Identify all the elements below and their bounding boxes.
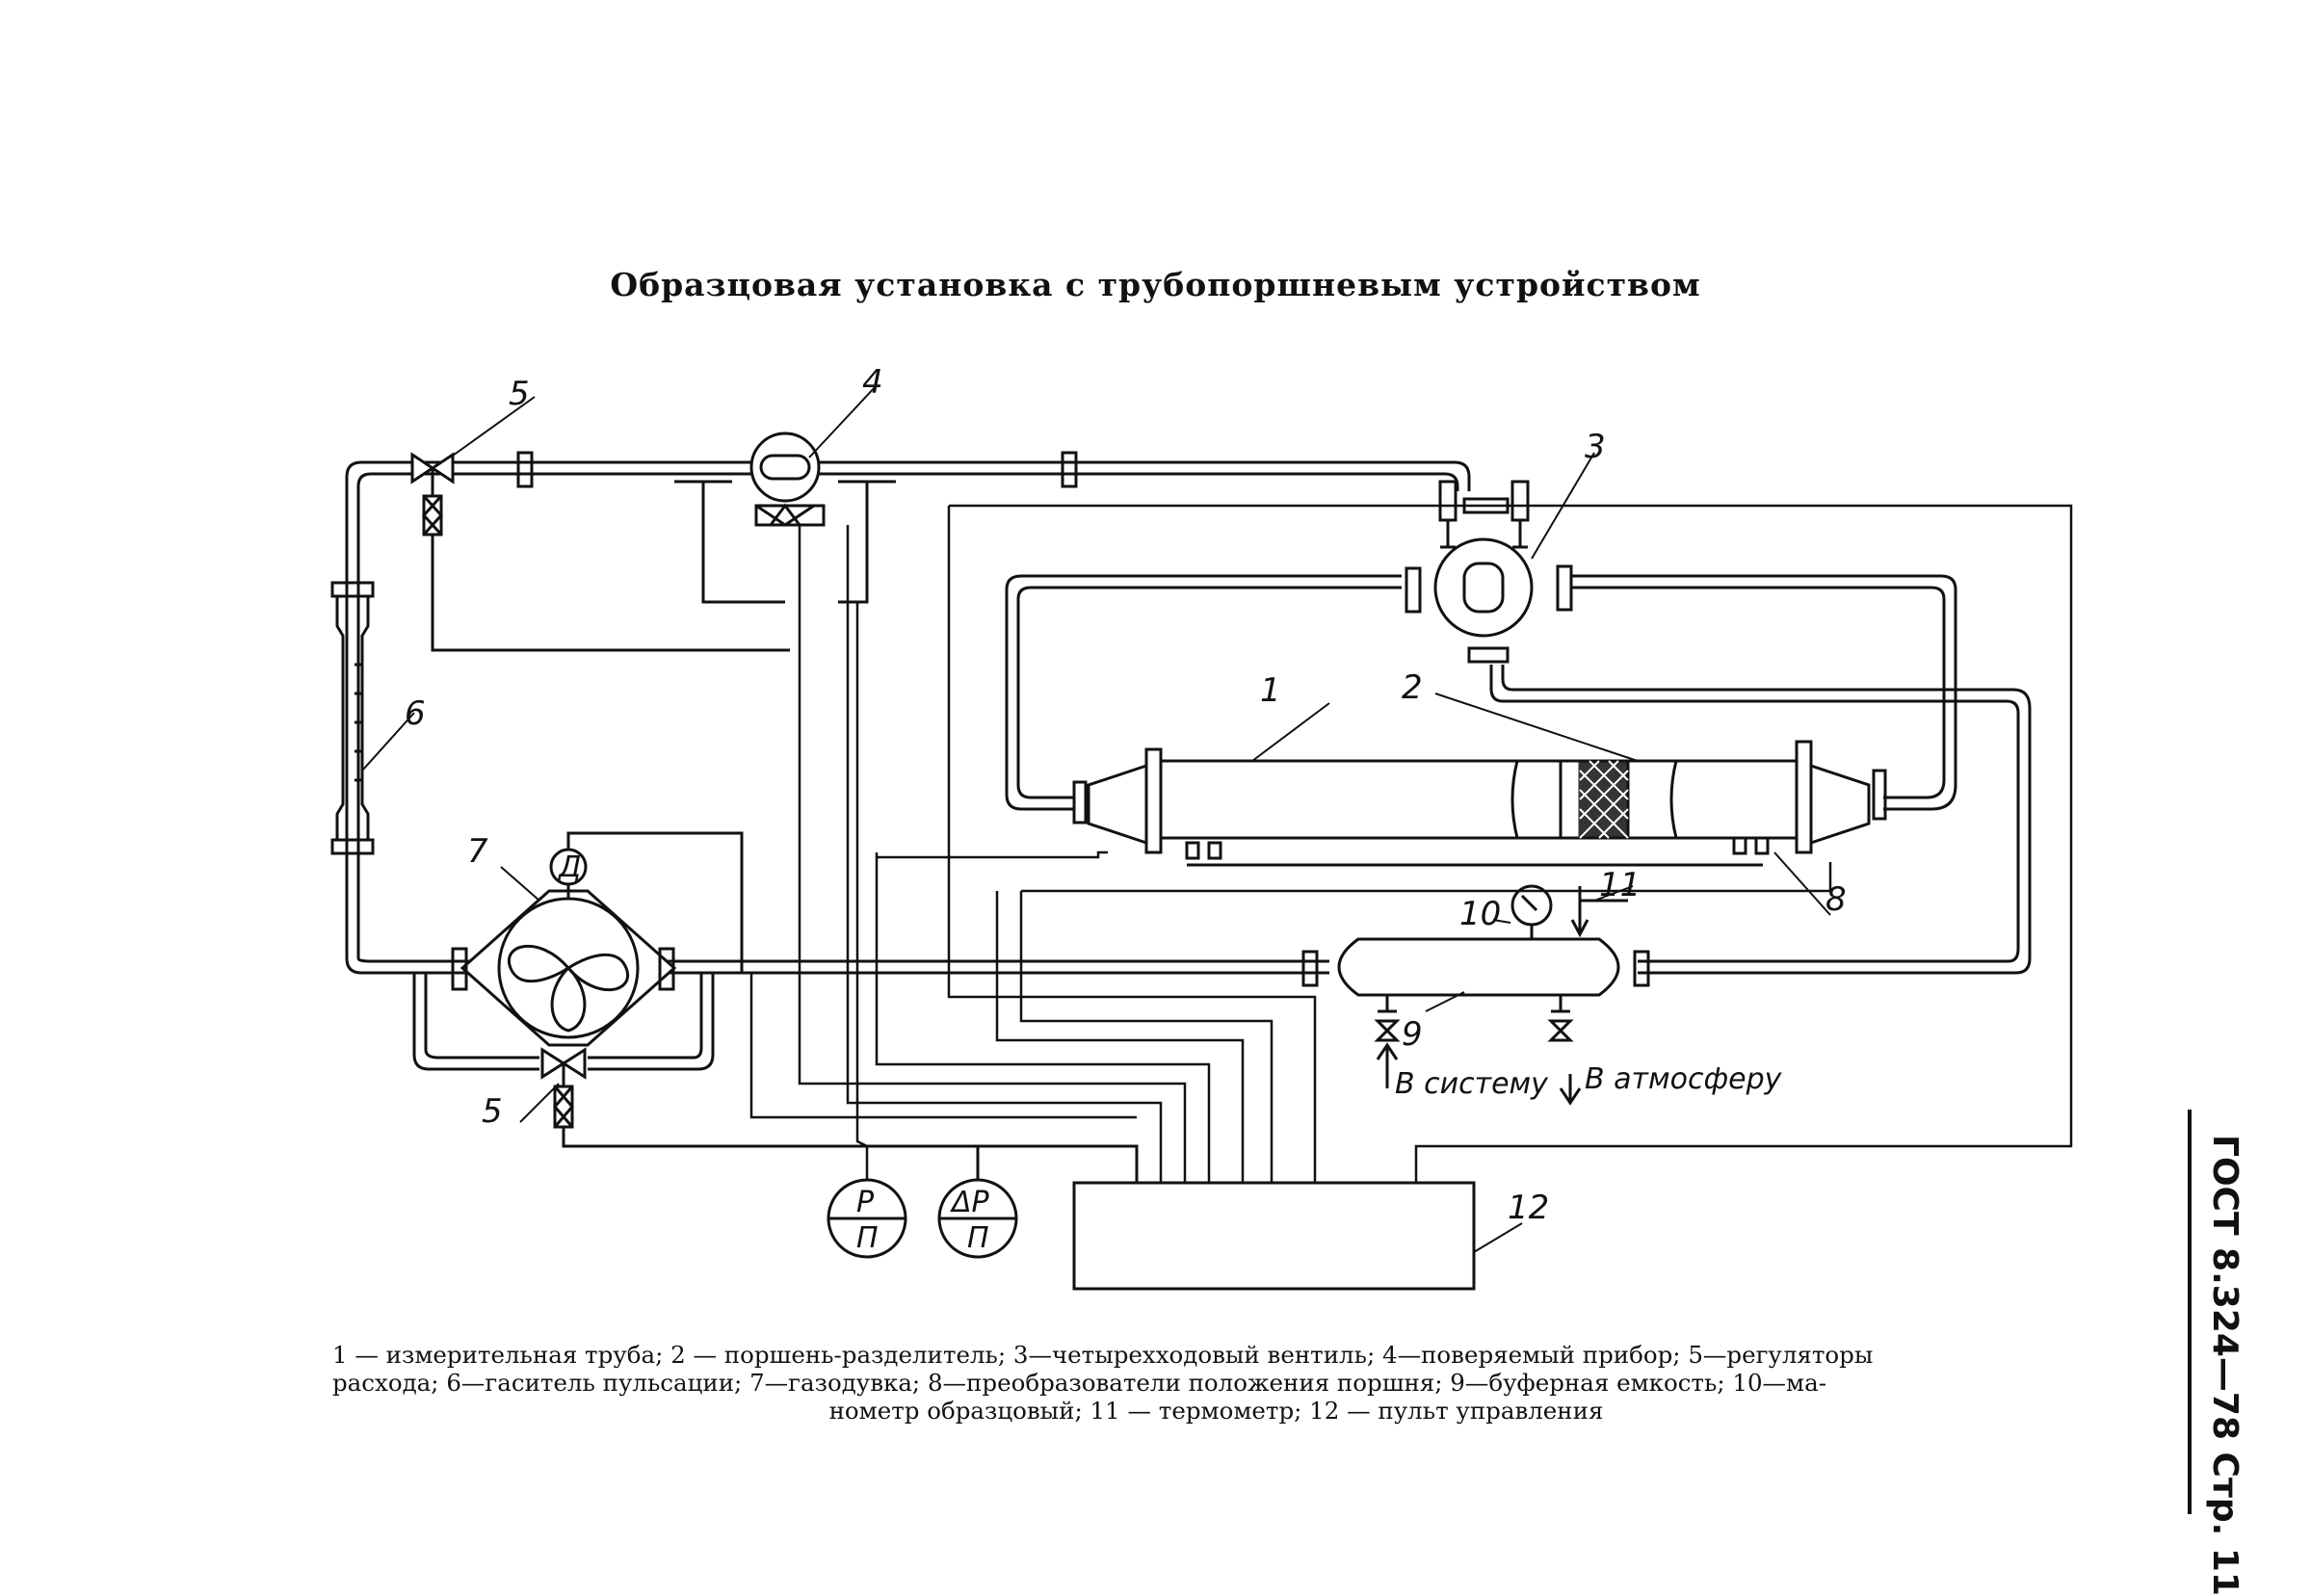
label-8: 8: [1825, 880, 1847, 919]
differential-pressure-gauge: [937, 1178, 1018, 1259]
pulsation-damper: [330, 581, 375, 855]
measuring-tube: [1072, 740, 1887, 854]
to-atmosphere-label: В атмосферу: [1585, 1062, 1783, 1096]
gauge2-bottom-label: П: [967, 1221, 989, 1255]
figure-caption: 1 — измерительная труба; 2 — поршень-раз…: [332, 1341, 2100, 1425]
measuring-loop: [1005, 574, 1957, 811]
label-9: 9: [1402, 1015, 1423, 1054]
diagram-title: Образцовая установка с трубопоршневым ус…: [610, 266, 1701, 303]
thermometer: [1570, 886, 1628, 938]
control-panel: [1072, 1181, 1476, 1291]
motor-label: Д: [557, 850, 581, 884]
caption-line-1: 1 — измерительная труба; 2 — поршень-раз…: [332, 1341, 1874, 1369]
four-way-valve: [1405, 480, 1573, 664]
label-2: 2: [1402, 668, 1423, 707]
caption-line-3: нометр образцовый; 11 — термометр; 12 — …: [828, 1397, 1604, 1425]
bypass-loop: [412, 973, 715, 1071]
side-rule: [2188, 1110, 2192, 1514]
label-3: 3: [1585, 428, 1606, 466]
gauge1-bottom-label: П: [856, 1221, 879, 1255]
label-5-top: 5: [509, 375, 530, 413]
pipe-flanges: [516, 451, 1650, 987]
leader-lines: [361, 384, 1831, 1253]
flow-regulator-top: [410, 452, 790, 652]
page-header-vertical: ГОСТ 8.324—78 Стр. 11: [2205, 1135, 2245, 1596]
main-pipe-loop: [345, 460, 2032, 975]
flow-diagram: 5 4 3 1 2 6 7 8 9 10 11 5 12 Д Р П ΔР П …: [330, 363, 2073, 1291]
label-5-bottom: 5: [482, 1092, 503, 1131]
label-6: 6: [405, 694, 426, 733]
label-10: 10: [1459, 895, 1501, 933]
device-under-test: [674, 432, 896, 604]
reference-manometer: [1510, 884, 1553, 939]
flow-regulator-bottom: [540, 1047, 1139, 1183]
label-1: 1: [1260, 671, 1281, 710]
label-12: 12: [1508, 1189, 1549, 1227]
label-11: 11: [1599, 866, 1641, 904]
caption-line-2: расхода; 6—гаситель пульсации; 7—газодув…: [332, 1369, 1826, 1397]
signal-lines: [749, 504, 2073, 1183]
piston-position-converters: [1185, 836, 1770, 867]
gauge2-top-label: ΔР: [950, 1186, 990, 1219]
label-4: 4: [862, 363, 883, 402]
pressure-gauge: [827, 1178, 907, 1259]
buffer-tank: [1337, 937, 1620, 1106]
piston: [1559, 759, 1630, 840]
to-system-label: В систему: [1395, 1067, 1549, 1101]
label-7: 7: [467, 832, 488, 871]
blower: [451, 831, 744, 1047]
gauge1-top-label: Р: [856, 1186, 875, 1219]
